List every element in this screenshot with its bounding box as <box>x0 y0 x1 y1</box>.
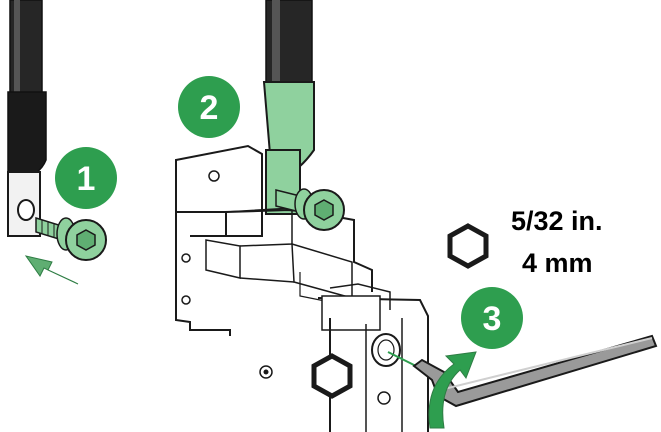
step-badge-1: 1 <box>55 147 117 209</box>
screw-step-1 <box>35 216 107 261</box>
step-badge-2: 2 <box>178 76 240 138</box>
hex-key-size-icon <box>447 223 489 269</box>
rotation-arrow <box>428 351 477 429</box>
tool-size-metric: 4 mm <box>522 248 593 278</box>
step-number-1: 1 <box>77 160 96 198</box>
cable-lug-green <box>262 0 315 215</box>
insert-arrow <box>24 255 79 285</box>
step-number-3: 3 <box>483 300 502 338</box>
step-number-2: 2 <box>200 89 219 127</box>
hex-socket-icon <box>311 353 353 399</box>
screw-step-2 <box>275 188 345 231</box>
tool-size-imperial: 5/32 in. <box>511 206 603 236</box>
cable-lug-left <box>7 0 47 237</box>
circuit-breaker-body <box>175 144 429 432</box>
step-badge-3: 3 <box>461 287 523 349</box>
